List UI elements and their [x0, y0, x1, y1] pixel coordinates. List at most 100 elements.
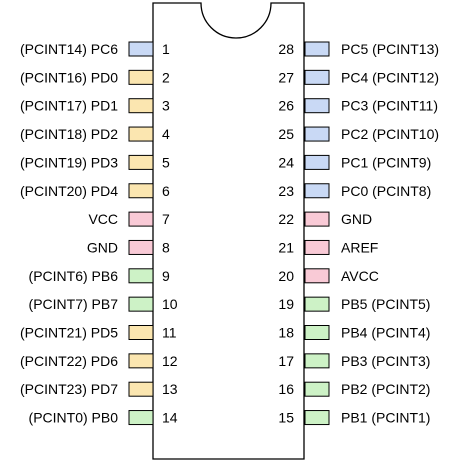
- pin-12-number: 12: [162, 353, 178, 369]
- pin-23-pad: [304, 183, 330, 199]
- pin-14-label: (PCINT0) PB0: [29, 410, 119, 426]
- pin-19-number: 19: [278, 296, 294, 312]
- pin-8-pad: [128, 239, 154, 255]
- pin-1-number: 1: [162, 41, 170, 57]
- pin-13-pad: [128, 381, 154, 397]
- pin-25-label: PC2 (PCINT10): [341, 126, 439, 142]
- pin-7: VCC 7: [88, 211, 170, 227]
- pin-12: (PCINT22) PD6 12: [20, 353, 178, 369]
- pin-26-number: 26: [278, 98, 294, 114]
- pin-7-label: VCC: [88, 211, 118, 227]
- pin-24-number: 24: [278, 154, 294, 170]
- pin-18: PB4 (PCINT4) 18: [278, 325, 430, 341]
- pin-23-label: PC0 (PCINT8): [341, 183, 431, 199]
- pin-21-number: 21: [278, 239, 294, 255]
- pin-17: PB3 (PCINT3) 17: [278, 353, 430, 369]
- pin-2-label: (PCINT16) PD0: [20, 69, 118, 85]
- pin-19-label: PB5 (PCINT5): [341, 296, 430, 312]
- chip-body: [152, 2, 305, 460]
- pin-13-label: (PCINT23) PD7: [20, 381, 118, 397]
- pin-24-label: PC1 (PCINT9): [341, 154, 431, 170]
- pin-25: PC2 (PCINT10) 25: [278, 126, 439, 142]
- pin-3-label: (PCINT17) PD1: [20, 98, 118, 114]
- pin-28: PC5 (PCINT13) 28: [278, 41, 439, 57]
- left-pin-column: (PCINT14) PC6 1 (PCINT16) PD0 2 (PCINT17) PD…: [20, 41, 178, 426]
- pin-8-number: 8: [162, 239, 170, 255]
- pin-15-label: PB1 (PCINT1): [341, 410, 430, 426]
- pin-2-pad: [128, 69, 154, 85]
- pin-7-number: 7: [162, 211, 170, 227]
- pin-8-label: GND: [87, 239, 118, 255]
- pin-4-label: (PCINT18) PD2: [20, 126, 118, 142]
- pin-14: (PCINT0) PB0 14: [29, 410, 178, 426]
- pin-25-number: 25: [278, 126, 294, 142]
- pin-15: PB1 (PCINT1)15: [278, 410, 430, 426]
- pin-2: (PCINT16) PD0 2: [20, 69, 170, 85]
- pin-5-pad: [128, 154, 154, 170]
- pin-12-pad: [128, 353, 154, 369]
- pin-18-number: 18: [278, 325, 294, 341]
- pin-16-label: PB2 (PCINT2): [341, 381, 430, 397]
- pin-6: (PCINT20) PD4 6: [20, 183, 170, 199]
- pin-22-number: 22: [278, 211, 294, 227]
- pin-27: PC4 (PCINT12) 27: [278, 69, 439, 85]
- pin-3-number: 3: [162, 98, 170, 114]
- pin-27-label: PC4 (PCINT12): [341, 69, 439, 85]
- pin-1-pad: [128, 41, 154, 57]
- pin-16-number: 16: [278, 381, 294, 397]
- pin-11-number: 11: [162, 325, 177, 341]
- pin-18-pad: [304, 325, 330, 340]
- pin-28-label: PC5 (PCINT13): [341, 41, 439, 57]
- pin-6-number: 6: [162, 183, 170, 199]
- pin-27-pad: [304, 69, 330, 85]
- pin-26: PC3 (PCINT11) 26: [278, 98, 438, 114]
- pin-20-label: AVCC: [341, 268, 379, 284]
- pin-6-label: (PCINT20) PD4: [20, 183, 118, 199]
- pin-23-number: 23: [278, 183, 294, 199]
- pin-16-pad: [304, 381, 330, 397]
- pin-17-pad: [304, 353, 330, 369]
- pin-19: PB5 (PCINT5) 19: [278, 296, 430, 312]
- pin-5: (PCINT19) PD3 5: [20, 154, 170, 170]
- pin-10-number: 10: [162, 296, 178, 312]
- pin-4-pad: [128, 126, 154, 142]
- pin-21-pad: [304, 239, 330, 255]
- pin-24: PC1 (PCINT9) 24: [278, 154, 431, 170]
- pin-22-label: GND: [341, 211, 372, 227]
- pin-10-label: (PCINT7) PB7: [29, 296, 119, 312]
- pin-6-pad: [128, 183, 154, 199]
- pin-2-number: 2: [162, 69, 170, 85]
- pin-12-label: (PCINT22) PD6: [20, 353, 118, 369]
- pin-9-label: (PCINT6) PB6: [29, 268, 119, 284]
- pin-1-label: (PCINT14) PC6: [20, 41, 118, 57]
- pin-3-pad: [128, 98, 154, 114]
- pin-17-label: PB3 (PCINT3): [341, 353, 430, 369]
- pin-5-number: 5: [162, 154, 170, 170]
- pin-1: (PCINT14) PC6 1: [20, 41, 170, 57]
- pin-23: PC0 (PCINT8) 23: [278, 183, 431, 199]
- pin-10-pad: [128, 296, 154, 312]
- pin-5-label: (PCINT19) PD3: [20, 154, 118, 170]
- pin-22: GND 22: [278, 211, 372, 227]
- pin-27-number: 27: [278, 69, 294, 85]
- pin-26-label: PC3 (PCINT11): [341, 98, 438, 114]
- pin-25-pad: [304, 126, 330, 142]
- pin-22-pad: [304, 211, 330, 227]
- pin-26-pad: [304, 98, 330, 114]
- pin-3: (PCINT17) PD1 3: [20, 98, 170, 114]
- pin-20-number: 20: [278, 268, 294, 284]
- pin-28-pad: [304, 41, 330, 57]
- pin-20: AVCC 20: [278, 268, 378, 284]
- pin-19-pad: [304, 296, 330, 312]
- pin-15-pad: [304, 410, 330, 426]
- pin-8: GND 8: [87, 239, 170, 255]
- pin-28-number: 28: [278, 41, 294, 57]
- pin-14-number: 14: [162, 410, 178, 426]
- pin-18-label: PB4 (PCINT4): [341, 325, 430, 341]
- pin-17-number: 17: [278, 353, 294, 369]
